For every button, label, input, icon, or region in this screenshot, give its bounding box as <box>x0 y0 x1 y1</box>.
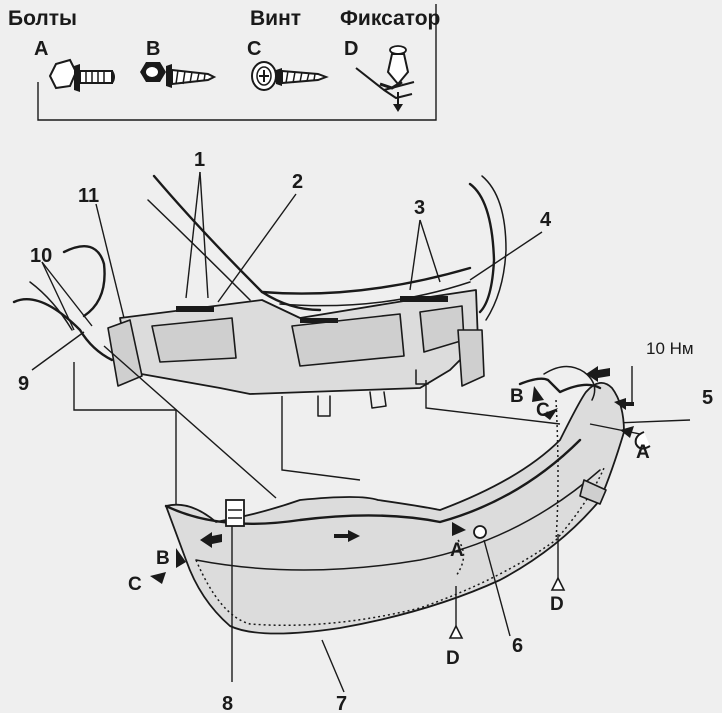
callout-7: 7 <box>336 693 347 713</box>
marker-c-left <box>150 572 166 584</box>
callout-1: 1 <box>194 149 205 171</box>
callout-9: 9 <box>18 373 29 395</box>
legend-letter-a: A <box>34 38 48 60</box>
callout-5: 5 <box>702 387 713 409</box>
legend-letter-d: D <box>344 38 358 60</box>
bolt-6 <box>473 525 487 539</box>
legend-bolts-title: Болты <box>8 7 77 30</box>
marker-d-center <box>448 624 464 639</box>
parcel-shelf <box>260 266 472 295</box>
marker-b-right <box>532 386 544 402</box>
marker-a-center <box>452 522 466 536</box>
hex-tapping-bolt-icon <box>140 62 217 88</box>
callout-4: 4 <box>540 209 552 231</box>
marker-d-right <box>550 576 566 591</box>
letter-c-left: C <box>128 574 142 595</box>
removal-direction-arrows <box>200 366 640 548</box>
washer-screw-icon <box>251 61 329 91</box>
torque-label: 10 Нм <box>646 339 694 358</box>
flange-bolt-icon <box>48 58 115 92</box>
legend-letter-b: B <box>146 38 160 60</box>
legend-screw-title: Винт <box>250 7 301 30</box>
callout-11: 11 <box>78 185 99 207</box>
letter-b-left: B <box>156 548 170 569</box>
bolt-5 <box>634 431 651 450</box>
marker-c-right <box>542 408 558 420</box>
letter-a-center: A <box>450 540 464 561</box>
callout-numbers: 1 2 3 4 5 6 7 8 9 10 11 10 Нм <box>18 149 713 713</box>
right-pillar <box>468 182 496 314</box>
letter-c-right: C <box>536 400 550 421</box>
letter-b-right: B <box>510 386 524 407</box>
letter-a-right: A <box>636 442 650 463</box>
legend-frame <box>37 4 437 121</box>
callout-10: 10 <box>30 245 52 267</box>
legend-letter-c: C <box>247 38 261 60</box>
callout-3: 3 <box>414 197 425 219</box>
left-pillar <box>152 174 322 312</box>
letter-d-center: D <box>446 648 460 669</box>
fastener-legend: Болты Винт Фиксатор A B C D <box>8 4 440 121</box>
letter-d-right: D <box>550 594 564 615</box>
push-clip-icon <box>355 45 415 112</box>
callout-6: 6 <box>512 635 523 657</box>
left-wheel-arch <box>62 244 106 318</box>
assembly-lines <box>73 345 691 504</box>
callout-leaders <box>31 171 633 693</box>
fastener-markers <box>150 386 651 639</box>
callout-2: 2 <box>292 171 303 193</box>
marker-b-left <box>176 548 186 568</box>
callout-8: 8 <box>222 693 233 713</box>
left-fender <box>12 298 114 362</box>
body-structure <box>12 174 507 417</box>
fastener-letters: B C A D D B C A <box>128 386 650 669</box>
bumper-cover <box>164 365 625 635</box>
legend-clip-title: Фиксатор <box>340 7 440 30</box>
